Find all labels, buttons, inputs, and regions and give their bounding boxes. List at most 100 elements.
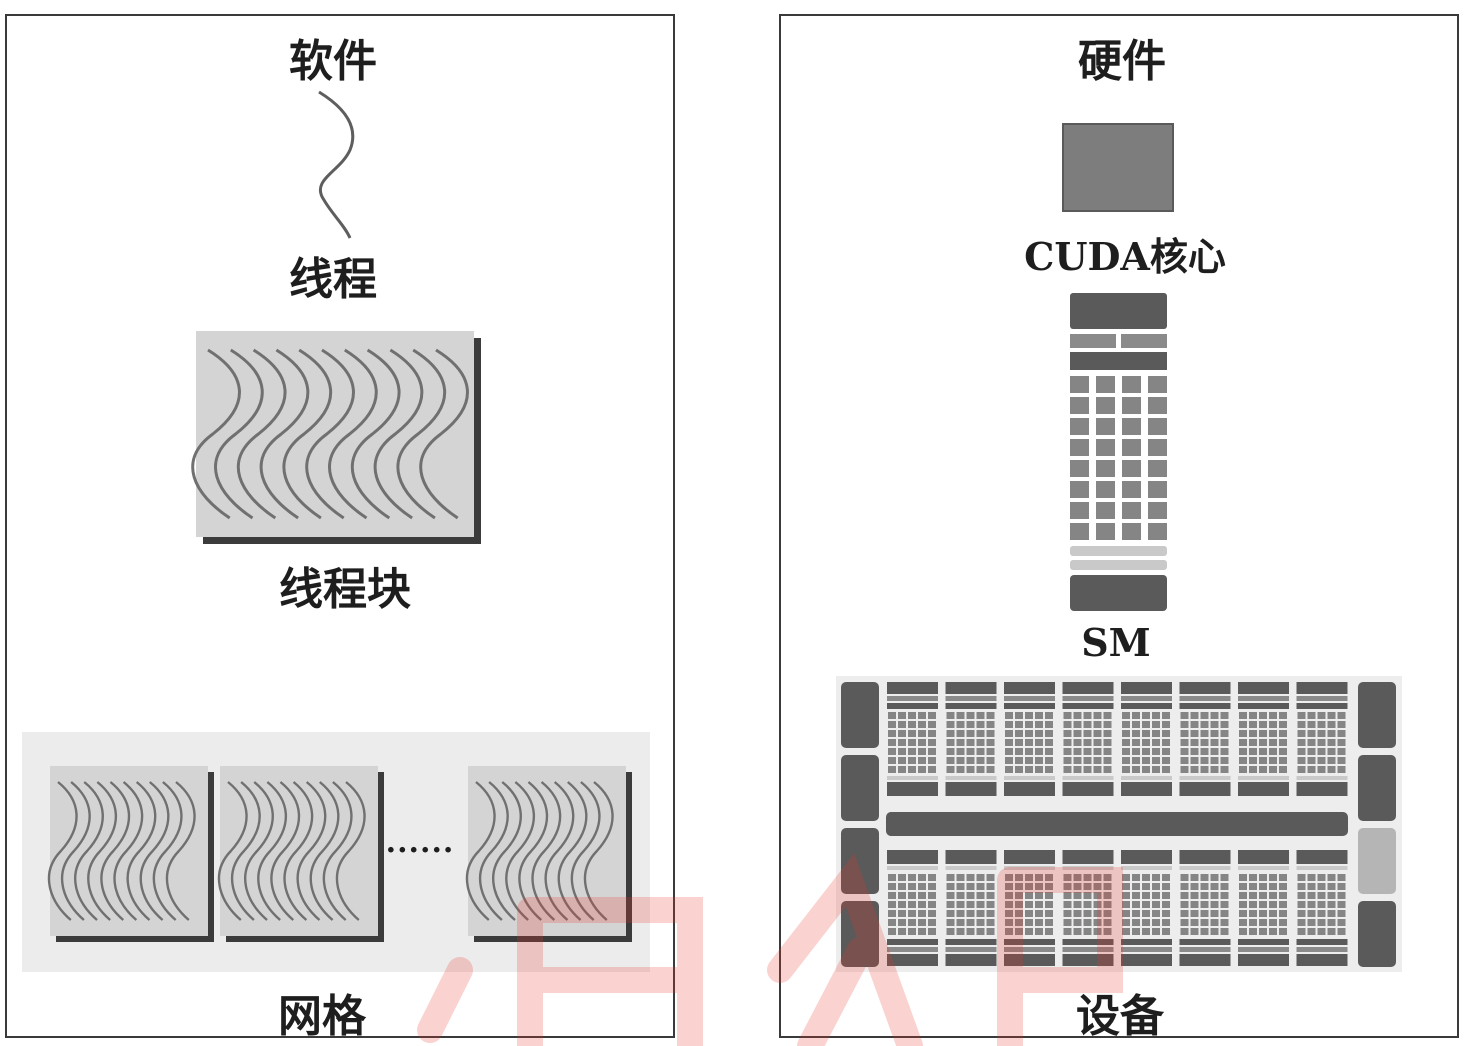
- device-sm-core: [1162, 874, 1170, 881]
- device-sm-core: [1083, 883, 1092, 890]
- device-sm-core: [908, 910, 916, 917]
- device-sm-core: [1122, 892, 1130, 899]
- device-sm-core: [1073, 883, 1082, 890]
- device-sm-cache: [945, 776, 997, 780]
- device-sm-core: [1327, 739, 1336, 746]
- device-sm-core: [1122, 874, 1130, 881]
- device-sm-core: [1180, 721, 1189, 728]
- device-sm-core: [1269, 874, 1277, 881]
- thread-wave: [396, 348, 447, 520]
- device-sm-dispatch: [1121, 947, 1172, 952]
- device-sm-core: [1083, 892, 1092, 899]
- device-sm-core: [1249, 748, 1257, 755]
- device-sm-core: [1025, 748, 1033, 755]
- device-sm-shared: [1296, 782, 1348, 796]
- device-sm-core: [1142, 739, 1150, 746]
- device-sm-core: [1269, 739, 1277, 746]
- device-sm-core: [966, 883, 975, 890]
- grid-block-body: [220, 766, 378, 936]
- device-sm-dispatch: [1179, 947, 1231, 952]
- device-sm-core: [1337, 757, 1346, 764]
- device-sm: [1179, 682, 1231, 796]
- grid: [22, 732, 650, 972]
- device-sm-core: [1249, 730, 1257, 737]
- device-sm-core: [1005, 901, 1013, 908]
- device-sm-core: [1093, 712, 1102, 719]
- device-sm-registers: [1296, 939, 1348, 945]
- device-sm-core: [1103, 892, 1112, 899]
- device-sm: [887, 682, 938, 796]
- device-sm-shared: [1121, 850, 1172, 864]
- device-sm-core: [1259, 739, 1267, 746]
- device-sm-core: [1269, 712, 1277, 719]
- device-l2-cache: [886, 812, 1348, 836]
- grid-thread-wave: [322, 781, 353, 921]
- device-sm-core: [918, 721, 926, 728]
- device-sm-core: [1220, 901, 1229, 908]
- device-sm-core: [966, 928, 975, 935]
- device-sm-core: [1269, 901, 1277, 908]
- device-sm-core: [1152, 712, 1160, 719]
- device-sm-core: [1015, 892, 1023, 899]
- device-sm-core: [1083, 730, 1092, 737]
- device-sm-core: [1210, 919, 1219, 926]
- device-sm-core: [1045, 730, 1053, 737]
- device-sm-core: [1103, 883, 1112, 890]
- device-sm-cache: [1296, 866, 1348, 870]
- device-sm-core: [1103, 766, 1112, 773]
- device-sm-core: [1132, 766, 1140, 773]
- device-sm-core: [1005, 883, 1013, 890]
- device-sm-core: [898, 748, 906, 755]
- thread-wave: [305, 348, 355, 520]
- device-sm-core: [1337, 910, 1346, 917]
- device-memory-controller: [841, 755, 879, 821]
- device-sm-core: [1200, 919, 1209, 926]
- device-sm-shared: [945, 850, 997, 864]
- device-sm-core: [1035, 919, 1043, 926]
- device-sm-core: [1103, 748, 1112, 755]
- device-sm-core: [1045, 874, 1053, 881]
- device-sm-core: [1063, 721, 1072, 728]
- device-sm-core: [1035, 757, 1043, 764]
- device-sm-core: [1220, 928, 1229, 935]
- device-sm-core: [966, 730, 975, 737]
- device-sm-core: [1337, 766, 1346, 773]
- device-sm-core: [1035, 892, 1043, 899]
- device-sm-core: [1142, 883, 1150, 890]
- device-sm-core: [1190, 883, 1199, 890]
- device-sm-core: [1093, 766, 1102, 773]
- device-sm-core: [1327, 748, 1336, 755]
- device-memory-controller: [841, 901, 879, 967]
- device-sm-core: [966, 748, 975, 755]
- device-sm-core: [1122, 730, 1130, 737]
- device-label: 设备: [1076, 991, 1164, 1042]
- device-sm-core: [1317, 721, 1326, 728]
- device-sm-registers: [887, 939, 938, 945]
- device-sm-core: [1015, 739, 1023, 746]
- device-sm-core: [1162, 739, 1170, 746]
- device-sm-core: [1025, 928, 1033, 935]
- device-sm-core: [1200, 712, 1209, 719]
- device-sm-core: [1249, 928, 1257, 935]
- device-sm-core: [888, 874, 896, 881]
- sm-core-cell: [1096, 460, 1115, 477]
- device-sm: [1004, 850, 1055, 966]
- device-sm-scheduler: [887, 682, 938, 694]
- device-sm-core: [1025, 883, 1033, 890]
- device-sm-core: [1327, 892, 1336, 899]
- device-sm-core: [1337, 919, 1346, 926]
- device-sm-core: [1132, 901, 1140, 908]
- device-sm-core: [1162, 910, 1170, 917]
- grid-thread-wave: [87, 781, 118, 921]
- device-sm-registers: [945, 939, 997, 945]
- device-sm-core: [1307, 910, 1316, 917]
- device-sm-core: [946, 901, 955, 908]
- sm-core-cell: [1070, 397, 1089, 414]
- device-sm-core: [1093, 910, 1102, 917]
- device-sm-core: [1327, 874, 1336, 881]
- device-sm-core: [1152, 910, 1160, 917]
- device-sm-registers: [1004, 939, 1055, 945]
- device-sm-core: [1132, 748, 1140, 755]
- device-sm-scheduler: [945, 682, 997, 694]
- device-sm-core: [1035, 748, 1043, 755]
